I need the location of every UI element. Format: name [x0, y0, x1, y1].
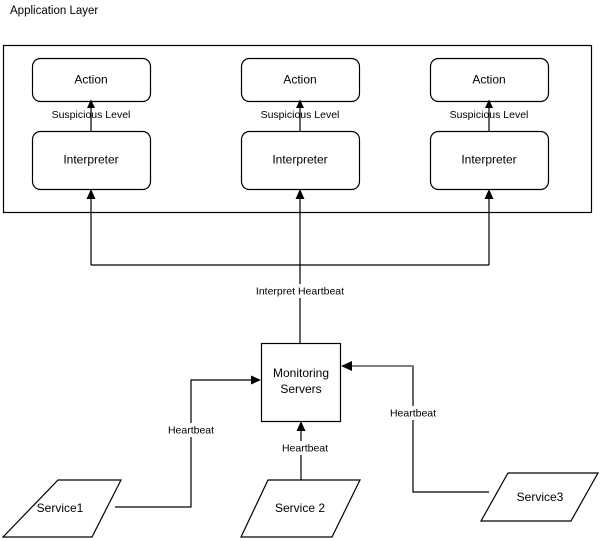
arrowhead-interpreter-to-action-1: [87, 99, 95, 108]
edge-label-suspicious-level-3: Suspicious Level: [450, 109, 529, 121]
interpreter-box-3-label: Interpreter: [461, 153, 516, 167]
monitoring-servers-label-line1: Monitoring: [273, 366, 329, 380]
edge-service3-to-monitoring[interactable]: [352, 365, 489, 493]
arrowhead-service3-to-monitoring: [341, 361, 352, 371]
edge-label-interpret-heartbeat: Interpret Heartbeat: [256, 285, 344, 297]
action-box-1-label: Action: [74, 73, 107, 87]
arrowhead-bus-to-interpreter-2: [295, 189, 305, 199]
edge-label-heartbeat-1-bg: [162, 423, 220, 437]
service-2-shape[interactable]: [240, 479, 361, 538]
edge-label-heartbeat-service1: Heartbeat: [168, 424, 214, 436]
interpreter-box-2[interactable]: [240, 130, 361, 191]
edge-label-heartbeat-2-bg: [276, 441, 334, 455]
edge-label-heartbeat-service3: Heartbeat: [390, 407, 436, 419]
interpreter-box-3[interactable]: [429, 130, 550, 191]
arrowhead-service1-to-monitoring: [251, 375, 261, 385]
interpreter-box-2-label: Interpreter: [272, 153, 327, 167]
interpreter-box-1[interactable]: [31, 130, 152, 191]
edge-label-suspicious-level-1: Suspicious Level: [52, 109, 131, 121]
service-1-shape[interactable]: [1, 479, 122, 538]
service-2-label: Service 2: [275, 501, 325, 515]
arrowhead-interpreter-to-action-2: [296, 99, 304, 108]
arrowhead-service2-to-monitoring: [296, 421, 306, 431]
monitoring-servers-box[interactable]: [260, 342, 342, 423]
edge-label-suspicious-level-2: Suspicious Level: [261, 109, 340, 121]
action-box-2-label: Action: [283, 73, 316, 87]
edge-label-interpret-heartbeat-bg: [251, 284, 349, 298]
interpreter-box-1-label: Interpreter: [63, 153, 118, 167]
monitoring-servers-label-line2: Servers: [280, 382, 321, 396]
arrowhead-bus-to-interpreter-1: [86, 189, 96, 199]
service-3-label: Service3: [517, 490, 564, 504]
action-box-3-label: Action: [472, 73, 505, 87]
edge-label-heartbeat-service2: Heartbeat: [282, 442, 328, 454]
arrowhead-bus-to-interpreter-3: [484, 189, 494, 199]
service-1-label: Service1: [37, 501, 84, 515]
arrowhead-interpreter-to-action-3: [485, 99, 493, 108]
edge-label-heartbeat-3-bg: [384, 406, 442, 420]
edge-service1-to-monitoring[interactable]: [115, 379, 254, 508]
service-3-shape[interactable]: [479, 472, 600, 522]
page-title: Application Layer: [10, 5, 98, 17]
